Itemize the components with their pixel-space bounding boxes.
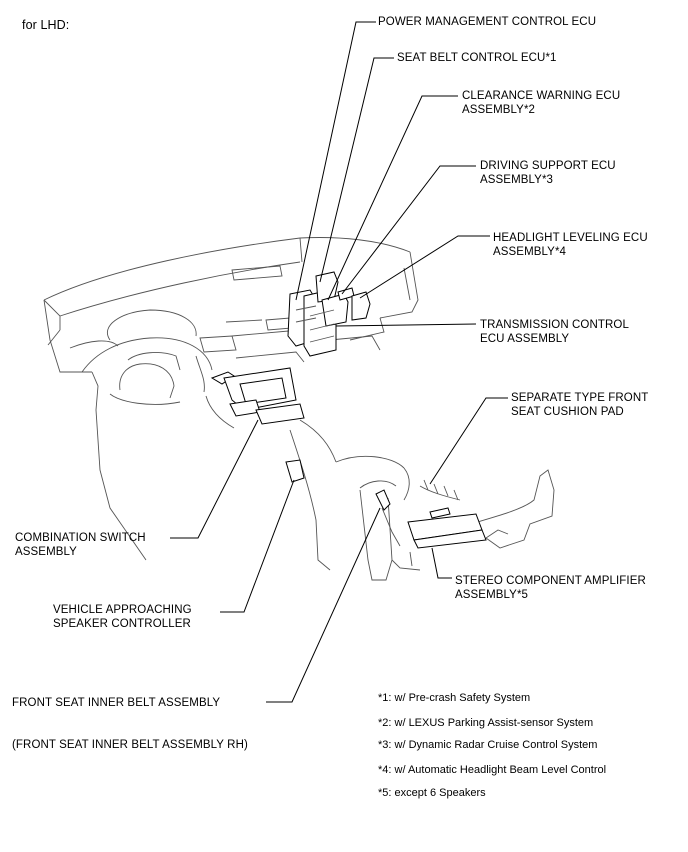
power-management-ecu-label: POWER MANAGEMENT CONTROL ECU [378,16,597,28]
clearance-warning-ecu-label: CLEARANCE WARNING ECU ASSEMBLY*2 [462,90,621,116]
center-stack-parts [210,367,487,549]
seat-cushion-pad-label: SEPARATE TYPE FRONT SEAT CUSHION PAD [511,392,649,418]
ecu-cluster [287,271,371,357]
headlight-leveling-ecu-label: HEADLIGHT LEVELING ECU ASSEMBLY*4 [493,232,648,258]
variant-label: for LHD: [22,18,70,32]
footnote-5: *5: except 6 Speakers [378,787,486,799]
leader-lines [170,21,508,703]
footnote-2: *2: w/ LEXUS Parking Assist-sensor Syste… [378,717,594,729]
front-seat-inner-belt-label: FRONT SEAT INNER BELT ASSEMBLY [12,697,221,709]
driving-support-ecu-label: DRIVING SUPPORT ECU ASSEMBLY*3 [480,160,616,186]
seat-belt-control-ecu-label: SEAT BELT CONTROL ECU*1 [397,52,557,64]
dashboard-outline [43,237,421,581]
vehicle-approaching-speaker-label: VEHICLE APPROACHING SPEAKER CONTROLLER [53,604,192,630]
combination-switch-label: COMBINATION SWITCH ASSEMBLY [15,532,146,558]
stereo-amplifier-label: STEREO COMPONENT AMPLIFIER ASSEMBLY*5 [455,575,646,601]
footnote-4: *4: w/ Automatic Headlight Beam Level Co… [378,764,607,776]
front-seat-inner-belt-rh-label: (FRONT SEAT INNER BELT ASSEMBLY RH) [12,739,248,751]
transmission-control-ecu-label: TRANSMISSION CONTROL ECU ASSEMBLY [480,319,629,345]
footnote-1: *1: w/ Pre-crash Safety System [378,692,531,704]
footnote-3: *3: w/ Dynamic Radar Cruise Control Syst… [378,739,598,751]
